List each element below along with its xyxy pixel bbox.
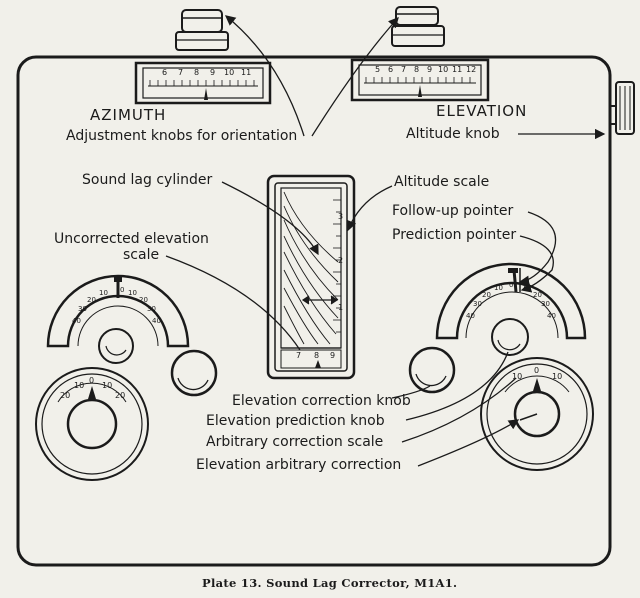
left-dial-tick-label: 20 <box>60 391 71 400</box>
right-dial-tick-label: 10 <box>552 372 563 381</box>
left-arc-tick-label: 10 <box>128 289 137 297</box>
elevation-correction-knob[interactable] <box>408 346 456 394</box>
arbitrary-correction-dial-left[interactable] <box>35 367 149 481</box>
elevation-tick-label: 9 <box>427 65 433 74</box>
right-arc-tick-label: 30 <box>541 300 550 308</box>
elevation-tick-label: 6 <box>388 65 394 74</box>
elevation-scale-window <box>350 58 490 102</box>
right-arc-tick-label: 0 <box>509 281 514 289</box>
sound-lag-cylinder-label: Sound lag cylinder <box>82 172 213 188</box>
sound-lag-cylinder <box>266 174 356 380</box>
elevation-label: ELEVATION <box>436 102 528 120</box>
cylinder-side-tick-label: 1 <box>338 303 344 312</box>
elevation-correction-knob-label: Elevation correction knob <box>232 393 411 409</box>
left-arc-tick-label: 30 <box>147 305 156 313</box>
left-arc-pointer <box>114 276 122 298</box>
azimuth-scale-ticks <box>149 80 255 86</box>
altitude-scale-label: Altitude scale <box>394 174 490 190</box>
elevation-correction-knob-left[interactable] <box>170 349 218 397</box>
elevation-tick-label: 12 <box>466 65 477 74</box>
adjustment-knobs-label: Adjustment knobs for orientation <box>66 128 298 144</box>
azimuth-tick-label: 6 <box>162 68 168 77</box>
elevation-adjustment-knob[interactable] <box>391 6 445 47</box>
left-arc-tick-label: 40 <box>152 317 161 325</box>
azimuth-adjustment-knob[interactable] <box>175 9 229 51</box>
follow-up-pointer <box>508 268 518 293</box>
uncorrected-elevation-scale <box>46 274 190 348</box>
left-arc-tick-label: 30 <box>78 305 87 313</box>
elevation-prediction-knob[interactable] <box>491 318 529 356</box>
right-arc-tick-label: 30 <box>473 300 482 308</box>
azimuth-tick-label: 9 <box>210 68 216 77</box>
right-dial-tick-label: 0 <box>534 366 540 375</box>
elevation-tick-label: 11 <box>452 65 463 74</box>
left-dial-tick-label: 10 <box>102 381 113 390</box>
cylinder-bottom-tick-label: 8 <box>314 351 320 360</box>
cylinder-side-ticks <box>333 199 341 333</box>
instrument-panel <box>16 55 612 567</box>
elevation-tick-label: 8 <box>414 65 420 74</box>
left-arc-tick-label: 40 <box>72 317 81 325</box>
elevation-scale-ticks <box>365 77 471 83</box>
azimuth-tick-label: 8 <box>194 68 200 77</box>
left-arc-tick-label: 20 <box>139 296 148 304</box>
cylinder-bottom-tick-label: 9 <box>330 351 336 360</box>
uncorrected-elevation-scale-label: Uncorrected elevation <box>54 231 209 247</box>
cylinder-curves <box>283 191 339 345</box>
prediction-pointer-label: Prediction pointer <box>392 227 517 243</box>
elevation-arbitrary-correction-label: Elevation arbitrary correction <box>196 457 402 473</box>
altitude-prediction-scale <box>435 262 587 340</box>
uncorrected-elevation-scale-label-line2: scale <box>123 247 160 263</box>
elevation-tick-label: 10 <box>438 65 449 74</box>
left-arc-tick-label: 10 <box>99 289 108 297</box>
figure-caption: Plate 13. Sound Lag Corrector, M1A1. <box>202 576 458 590</box>
left-arc-tick-label: 20 <box>87 296 96 304</box>
elevation-prediction-knob-label: Elevation prediction knob <box>206 413 385 429</box>
azimuth-label: AZIMUTH <box>90 106 167 124</box>
left-dial-tick-label: 10 <box>74 381 85 390</box>
arbitrary-correction-scale-label: Arbitrary correction scale <box>206 434 384 450</box>
left-arc-tick-label: 0 <box>120 286 125 294</box>
cylinder-bottom-pointer <box>315 360 321 368</box>
azimuth-tick-label: 7 <box>178 68 184 77</box>
cylinder-side-tick-label: 2 <box>338 256 344 265</box>
right-dial-tick-label: 10 <box>512 372 523 381</box>
right-arc-tick-label: 10 <box>494 284 503 292</box>
cylinder-side-tick-label: 3 <box>338 212 344 221</box>
uncorrected-elevation-knob[interactable] <box>98 328 134 364</box>
right-arc-tick-label: 40 <box>547 312 556 320</box>
follow-up-pointer-label: Follow-up pointer <box>392 203 514 219</box>
right-arc-tick-label: 20 <box>482 291 491 299</box>
cylinder-index-pointer <box>301 295 339 305</box>
altitude-knob-label: Altitude knob <box>406 126 500 142</box>
arbitrary-correction-dial-right[interactable] <box>480 357 594 471</box>
elevation-tick-label: 7 <box>401 65 407 74</box>
right-arc-tick-label: 10 <box>522 284 531 292</box>
left-dial-tick-label: 20 <box>115 391 126 400</box>
azimuth-tick-label: 11 <box>241 68 252 77</box>
left-dial-tick-label: 0 <box>89 376 95 385</box>
cylinder-bottom-tick-label: 7 <box>296 351 302 360</box>
elevation-tick-label: 5 <box>375 65 381 74</box>
right-arc-tick-label: 20 <box>533 291 542 299</box>
right-arc-tick-label: 40 <box>466 312 475 320</box>
altitude-knob[interactable] <box>609 81 635 135</box>
azimuth-tick-label: 10 <box>224 68 235 77</box>
leader-lines <box>165 15 606 467</box>
